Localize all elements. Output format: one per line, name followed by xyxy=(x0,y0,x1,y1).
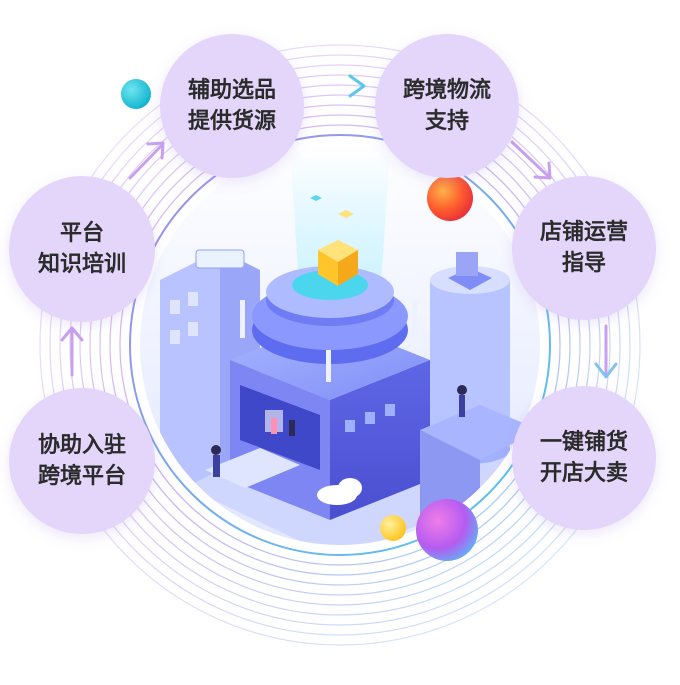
step-node-line-1: 跨境物流 xyxy=(402,78,491,103)
step-node-line-1: 一键铺货 xyxy=(539,430,628,455)
step-node-platform-onboarding: 协助入驻 跨境平台 xyxy=(9,388,155,534)
arrow-n3-to-n4 xyxy=(594,324,618,379)
arrow-n5-to-n1 xyxy=(128,141,165,180)
step-node-line-2: 提供货源 xyxy=(187,109,276,134)
flow-arrows xyxy=(60,74,618,379)
arrow-n1-to-n2 xyxy=(308,74,366,98)
step-node-one-click-listing: 一键铺货 开店大卖 xyxy=(512,386,656,530)
step-node-line-2: 知识培训 xyxy=(37,252,126,277)
yellow-sphere-decoration xyxy=(380,515,406,541)
cyan-sphere-decoration xyxy=(121,79,151,109)
step-node-line-2: 开店大卖 xyxy=(539,461,628,486)
step-node-product-selection: 辅助选品 提供货源 xyxy=(160,34,304,178)
isometric-datacenter-illustration xyxy=(140,145,540,545)
step-node-line-1: 店铺运营 xyxy=(539,220,628,245)
step-node-line-2: 支持 xyxy=(424,109,469,134)
step-node-line-1: 辅助选品 xyxy=(187,78,276,103)
orange-sphere-decoration xyxy=(427,175,473,221)
step-node-store-operations: 店铺运营 指导 xyxy=(512,176,656,320)
purple-sphere-decoration xyxy=(416,499,478,561)
step-node-line-2: 跨境平台 xyxy=(37,464,126,489)
step-node-logistics: 跨境物流 支持 xyxy=(375,34,519,178)
step-node-platform-training: 平台 知识培训 xyxy=(9,176,155,322)
concentric-rings xyxy=(39,44,641,646)
arrow-n6-to-n5 xyxy=(60,326,84,377)
step-node-line-1: 平台 xyxy=(59,221,104,246)
step-node-line-2: 指导 xyxy=(561,251,606,276)
step-node-line-1: 协助入驻 xyxy=(37,433,126,458)
arrow-n2-to-n3 xyxy=(510,140,552,180)
